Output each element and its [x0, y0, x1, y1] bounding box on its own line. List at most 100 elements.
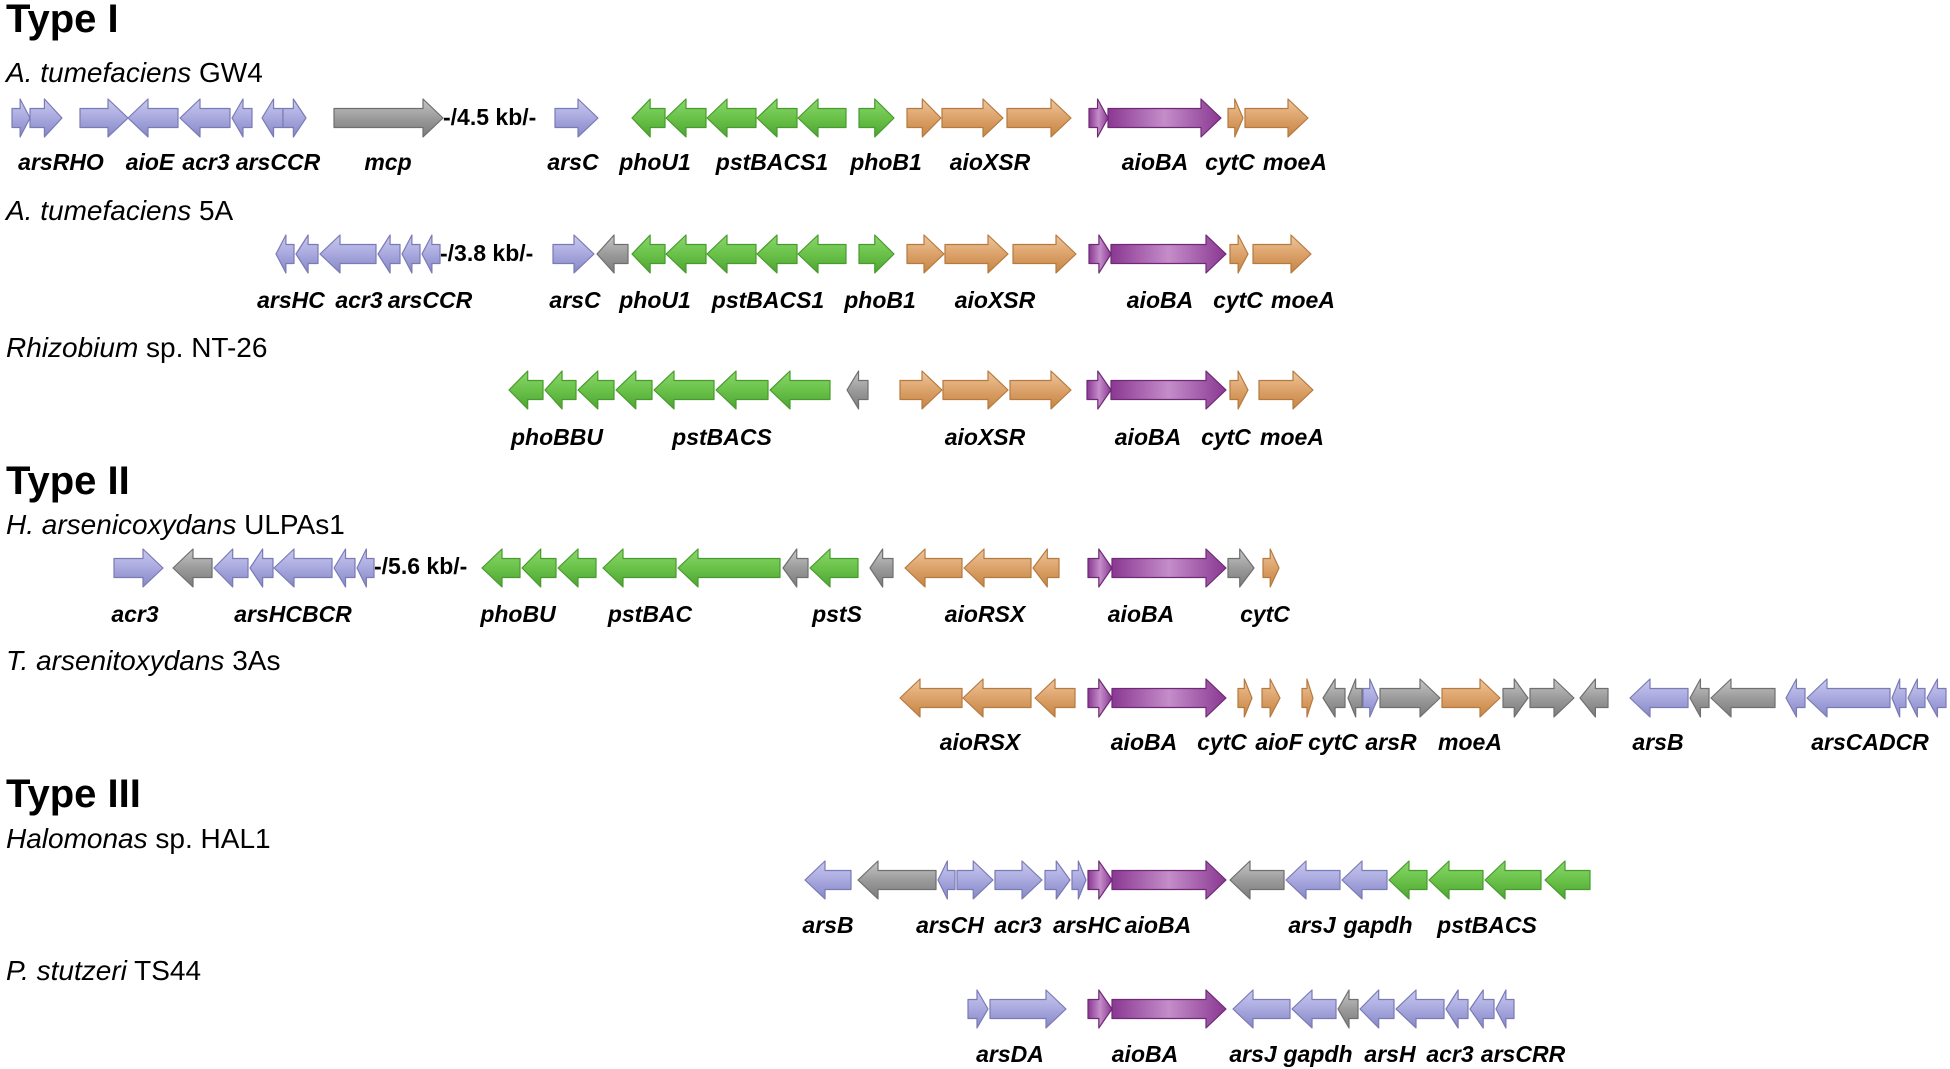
- gene-label: aioRSX: [945, 601, 1027, 627]
- gene-arrow: [906, 234, 945, 274]
- gene-label: phoU1: [618, 149, 691, 175]
- gene-arrow: [869, 548, 894, 588]
- gene-arrow: [1891, 678, 1907, 718]
- gene-arrow: [942, 370, 1009, 410]
- gene-arrow: [1258, 370, 1314, 410]
- gene-label: aioBA: [1125, 912, 1191, 938]
- gene-arrow: [715, 370, 769, 410]
- gene-arrow: [401, 234, 421, 274]
- gene-arrow: [1469, 989, 1495, 1029]
- gene-arrow: [906, 98, 942, 138]
- gene-arrow: [631, 234, 666, 274]
- gene-arrow: [602, 548, 677, 588]
- gene-arrow: [1484, 860, 1542, 900]
- gene-label: moeA: [1271, 287, 1335, 313]
- gene-label: arsDA: [976, 1041, 1044, 1067]
- gene-arrow: [1495, 989, 1515, 1029]
- gene-label: arsHCBCR: [234, 601, 352, 627]
- gene-arrow: [615, 370, 653, 410]
- gene-label: arsCH: [916, 912, 984, 938]
- gap-label-ulpas1: -/5.6 kb/-: [374, 553, 467, 579]
- gene-label: arsHC: [257, 287, 325, 313]
- gene-label: arsR: [1365, 729, 1417, 755]
- gene-labels-gw4: arsRHO aioE acr3 arsCCR mcp arsC phoU1 p…: [18, 149, 1327, 175]
- gene-arrow: [481, 548, 521, 588]
- gene-label: acr3: [994, 912, 1042, 938]
- gene-arrow: [554, 98, 599, 138]
- gene-arrow: [1301, 678, 1314, 718]
- gene-label: aioBA: [1112, 1041, 1178, 1067]
- gene-label: aioF: [1255, 729, 1303, 755]
- gene-label: aioRSX: [940, 729, 1022, 755]
- gene-arrow: [1806, 678, 1891, 718]
- gene-arrow: [846, 370, 869, 410]
- gene-arrow: [1244, 98, 1309, 138]
- gene-arrow: [941, 98, 1004, 138]
- gene-arrow-row: [508, 370, 1314, 410]
- gene-label: gapdh: [1283, 1041, 1353, 1067]
- gene-arrow: [127, 98, 179, 138]
- gene-arrow: [113, 548, 164, 588]
- gene-arrow: [577, 370, 615, 410]
- gene-label: pstBAC: [607, 601, 693, 627]
- gene-label: phoBU: [479, 601, 557, 627]
- gene-arrow: [1088, 234, 1112, 274]
- gene-arrow: [963, 548, 1032, 588]
- gene-label: cytC: [1205, 149, 1255, 175]
- gene-label: phoB1: [849, 149, 922, 175]
- gene-arrow: [1087, 989, 1113, 1029]
- gene-arrow-row: [899, 678, 1947, 718]
- gene-labels-5a: arsHC acr3 arsCCR arsC phoU1 pstBACS1 ph…: [257, 287, 1335, 313]
- gene-label: arsB: [802, 912, 853, 938]
- gene-arrow: [596, 234, 629, 274]
- gene-label: mcp: [364, 149, 411, 175]
- gene-arrow: [1689, 678, 1710, 718]
- gene-arrow: [1285, 860, 1341, 900]
- gene-labels-ts44: arsDA aioBA arsJ gapdh arsH acr3 arsCRR: [976, 1041, 1565, 1067]
- gene-label: arsC: [549, 287, 601, 313]
- gene-arrow: [706, 98, 757, 138]
- gene-arrow: [1088, 98, 1109, 138]
- gene-arrow-row: [804, 860, 1591, 900]
- gene-label: arsJ: [1288, 912, 1337, 938]
- gene-arrow: [1006, 98, 1072, 138]
- gene-arrow: [706, 234, 757, 274]
- gene-label: cytC: [1201, 424, 1251, 450]
- gene-labels-ulpas1: acr3 arsHCBCR phoBU pstBAC pstS aioRSX a…: [111, 601, 1290, 627]
- gene-arrow: [809, 548, 859, 588]
- gene-arrow: [79, 98, 129, 138]
- gene-label: aioXSR: [945, 424, 1026, 450]
- gene-arrow: [1032, 548, 1060, 588]
- gene-label: pstBACS: [671, 424, 772, 450]
- gene-arrow: [756, 98, 798, 138]
- gene-arrow: [665, 234, 707, 274]
- gene-arrow: [1322, 678, 1346, 718]
- gene-label: aioBA: [1127, 287, 1193, 313]
- gene-arrow: [11, 98, 31, 138]
- gene-arrow: [1579, 678, 1609, 718]
- gene-label: acr3: [1426, 1041, 1474, 1067]
- gene-label: arsHC: [1053, 912, 1121, 938]
- gene-arrow: [1111, 548, 1227, 588]
- gene-labels-nt26: phoBBU pstBACS aioXSR aioBA cytC moeA: [510, 424, 1324, 450]
- gene-arrow: [1086, 370, 1112, 410]
- gene-arrow: [172, 548, 213, 588]
- gene-arrow: [899, 678, 963, 718]
- gene-arrow: [1710, 678, 1776, 718]
- gene-arrow: [962, 678, 1032, 718]
- gene-label: cytC: [1308, 729, 1358, 755]
- gene-arrow: [858, 234, 895, 274]
- gene-arrow: [956, 860, 994, 900]
- gene-arrow: [508, 370, 544, 410]
- gene-labels-3as: aioRSX aioBA cytC aioF cytC arsR moeA ar…: [940, 729, 1929, 755]
- gene-arrow: [557, 548, 597, 588]
- gene-arrow: [544, 370, 577, 410]
- gene-arrow-row: [11, 98, 1309, 138]
- gene-label: moeA: [1263, 149, 1327, 175]
- type-ii-title: Type II: [6, 459, 130, 503]
- gene-label: arsCADCR: [1811, 729, 1929, 755]
- gene-arrow: [857, 860, 937, 900]
- gene-arrow: [631, 98, 666, 138]
- gene-arrow: [1034, 678, 1076, 718]
